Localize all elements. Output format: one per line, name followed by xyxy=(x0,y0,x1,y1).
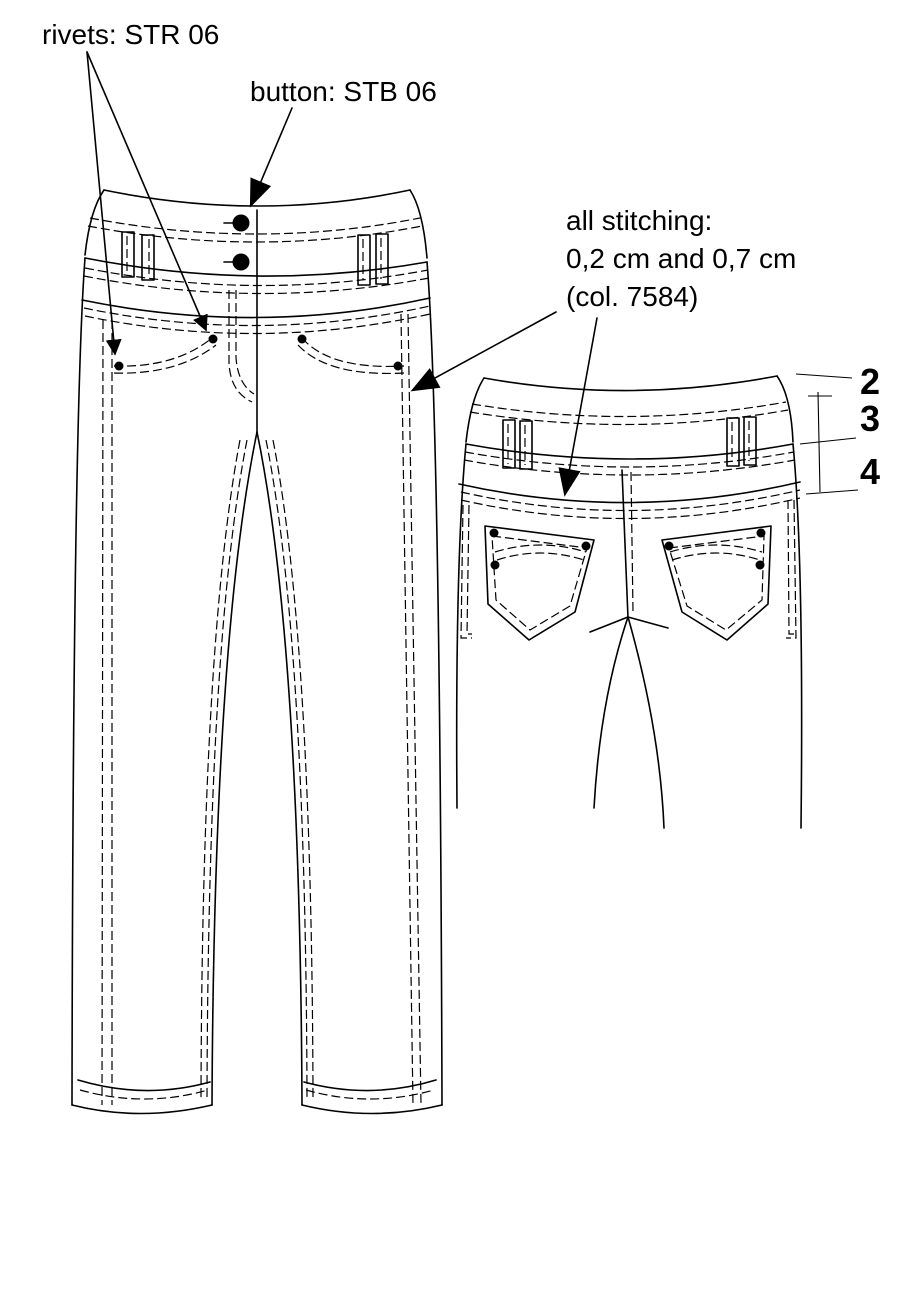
back-legs xyxy=(455,443,803,829)
stitching-label-line1: all stitching: xyxy=(566,205,713,236)
stitching-label-line3: (col. 7584) xyxy=(566,281,699,312)
button-label: button: STB 06 xyxy=(250,76,437,107)
rivet-arrow-left xyxy=(86,51,122,356)
measurement-ticks xyxy=(795,373,859,495)
back-view xyxy=(455,373,859,829)
front-pockets xyxy=(113,334,405,375)
rivets-label: rivets: STR 06 xyxy=(42,19,220,50)
back-belt-loops xyxy=(502,416,757,470)
back-center-seam xyxy=(589,469,669,633)
measurement-3: 3 xyxy=(860,398,881,439)
front-view xyxy=(71,189,443,1115)
back-pockets xyxy=(484,525,772,641)
front-fly xyxy=(228,209,258,433)
stitching-arrow-front xyxy=(410,311,557,392)
front-belt-loops xyxy=(121,231,389,286)
callout-arrows xyxy=(86,51,598,497)
stitching-arrow-back xyxy=(558,317,598,497)
button-arrow xyxy=(249,107,293,208)
front-buttons xyxy=(223,214,250,271)
front-legs xyxy=(71,257,443,1115)
measurement-4: 4 xyxy=(860,451,881,492)
stitching-label-line2: 0,2 cm and 0,7 cm xyxy=(566,243,797,274)
rivet-arrow-right xyxy=(86,51,208,332)
measurement-2: 2 xyxy=(860,361,881,402)
